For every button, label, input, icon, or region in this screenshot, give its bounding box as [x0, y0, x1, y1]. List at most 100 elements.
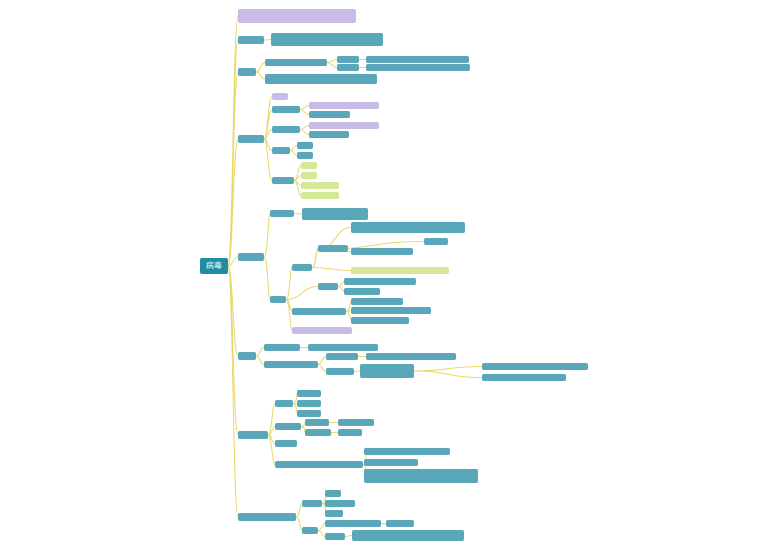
mindmap-node-b3b1[interactable] [309, 102, 379, 109]
mindmap-node-b6d2[interactable] [364, 459, 418, 466]
mindmap-node-b3c2[interactable] [309, 131, 349, 138]
mindmap-node-b7b[interactable] [302, 527, 318, 534]
mindmap-node-b3e4[interactable] [301, 192, 339, 199]
connector-b2a2 [326, 62, 338, 68]
mindmap-node-b6a2[interactable] [297, 400, 321, 407]
mindmap-node-b4b1[interactable] [292, 264, 312, 271]
connector-b5b2 [317, 364, 327, 372]
mindmap-node-b4b1c[interactable] [351, 267, 449, 274]
mindmap-node-b6d1[interactable] [364, 448, 450, 455]
mindmap-node-b6b2[interactable] [305, 429, 331, 436]
mindmap-node-b3e1[interactable] [301, 162, 317, 169]
mindmap-node-b3e2[interactable] [301, 172, 317, 179]
mindmap-node-b4b1b1[interactable] [351, 222, 465, 233]
mindmap-node-b6b1a[interactable] [338, 419, 374, 426]
mindmap-node-b4b[interactable] [270, 296, 286, 303]
root-node[interactable]: 病毒 [200, 258, 228, 274]
mindmap-node-b4b3b[interactable] [351, 307, 431, 314]
connector-b5b [255, 355, 265, 365]
mindmap-node-b3e3[interactable] [301, 182, 339, 189]
mindmap-node-b2[interactable] [238, 68, 256, 76]
mindmap-node-b4b2a[interactable] [344, 278, 416, 285]
mindmap-node-b3c[interactable] [272, 126, 300, 133]
mindmap-node-b2a2a[interactable] [366, 64, 470, 71]
mindmap-node-b5a1[interactable] [308, 344, 378, 351]
connector-b7a [295, 503, 303, 518]
connector-b5b2a [353, 370, 361, 372]
mindmap-node-top[interactable] [238, 9, 356, 23]
mindmap-node-b4a1[interactable] [302, 208, 368, 220]
mindmap-node-b2a2[interactable] [337, 64, 359, 71]
mindmap-node-b4b3[interactable] [292, 308, 346, 315]
mindmap-node-b5[interactable] [238, 352, 256, 360]
mindmap-node-b2a[interactable] [265, 59, 327, 66]
mindmap-node-b7a2[interactable] [325, 500, 355, 507]
mindmap-node-b4[interactable] [238, 253, 264, 261]
mindmap-node-b4b1a[interactable] [318, 245, 348, 252]
connector-b2 [227, 71, 239, 267]
mindmap-node-b2a1[interactable] [337, 56, 359, 63]
mindmap-node-b5b2a2[interactable] [482, 374, 566, 381]
mindmap-node-b4b2b[interactable] [344, 288, 380, 295]
mindmap-node-b3a[interactable] [272, 93, 288, 100]
mindmap-node-b3c1[interactable] [309, 122, 379, 129]
mindmap-node-b6d[interactable] [275, 461, 363, 468]
mindmap-node-b6a1[interactable] [297, 390, 321, 397]
mindmap-node-b2b[interactable] [265, 74, 377, 84]
mindmap-node-b6d3[interactable] [364, 469, 478, 483]
mindmap-node-b6[interactable] [238, 431, 268, 439]
connector-b3c2 [299, 129, 310, 135]
mindmap-node-b3e[interactable] [272, 177, 294, 184]
mindmap-node-b4b3c[interactable] [351, 317, 409, 324]
connector-b3e [263, 138, 273, 181]
mindmap-node-b4b4[interactable] [292, 327, 352, 334]
mindmap-node-b1a[interactable] [271, 33, 383, 46]
connector-b7b [295, 516, 303, 531]
connector-b1a [263, 39, 272, 41]
mindmap-node-b6c[interactable] [275, 440, 297, 447]
mindmap-node-b5b2a[interactable] [360, 364, 414, 378]
mindmap-node-b4b1b3[interactable] [424, 238, 448, 245]
mindmap-node-b5b[interactable] [264, 361, 318, 368]
mindmap-node-b7a3[interactable] [325, 510, 343, 517]
mindmap-node-b6a3[interactable] [297, 410, 321, 417]
mindmap-node-b6b[interactable] [275, 423, 301, 430]
mindmap-node-b5b1a[interactable] [366, 353, 456, 360]
mindmap-node-b6b1[interactable] [305, 419, 329, 426]
connector-b5 [227, 265, 239, 357]
mindmap-node-b1[interactable] [238, 36, 264, 44]
mindmap-node-b5b2[interactable] [326, 368, 354, 375]
connector-b2a [255, 62, 266, 73]
connector-b3 [227, 138, 239, 267]
mindmap-node-b7b1a[interactable] [386, 520, 414, 527]
mindmap-node-b5b2a1[interactable] [482, 363, 588, 370]
connector-b4 [227, 256, 239, 267]
mindmap-node-b3[interactable] [238, 135, 264, 143]
mindmap-node-b3d2[interactable] [297, 152, 313, 159]
mindmap-node-b4a[interactable] [270, 210, 294, 217]
mindmap-node-b7a[interactable] [302, 500, 322, 507]
mindmap-node-b6a[interactable] [275, 400, 293, 407]
connector-b5b2a1 [413, 366, 483, 372]
mindmap-node-b6b2a[interactable] [338, 429, 362, 436]
mindmap-node-b5a[interactable] [264, 344, 300, 351]
connector-b6a3 [292, 403, 298, 414]
mindmap-node-b4b2[interactable] [318, 283, 338, 290]
mindmap-node-b3b[interactable] [272, 106, 300, 113]
mindmap-node-b2a1a[interactable] [366, 56, 469, 63]
connector-b4b2 [285, 286, 319, 300]
mindmap-node-b7a1[interactable] [325, 490, 341, 497]
mindmap-node-b5b1[interactable] [326, 353, 358, 360]
connector-b2a1 [326, 59, 338, 63]
mindmap-node-b7b2[interactable] [325, 533, 345, 540]
mindmap-node-b4b1b2[interactable] [351, 248, 413, 255]
connector-b4b4 [285, 299, 293, 331]
mindmap-node-b7b1[interactable] [325, 520, 381, 527]
mindmap-node-b7[interactable] [238, 513, 296, 521]
mindmap-node-b7b2a[interactable] [352, 530, 464, 541]
mindmap-node-b3b2[interactable] [309, 111, 350, 118]
mindmap-node-b4b3a[interactable] [351, 298, 403, 305]
mindmap-node-b3d[interactable] [272, 147, 290, 154]
mindmap-node-b3d1[interactable] [297, 142, 313, 149]
connector-b6b2 [300, 426, 306, 433]
